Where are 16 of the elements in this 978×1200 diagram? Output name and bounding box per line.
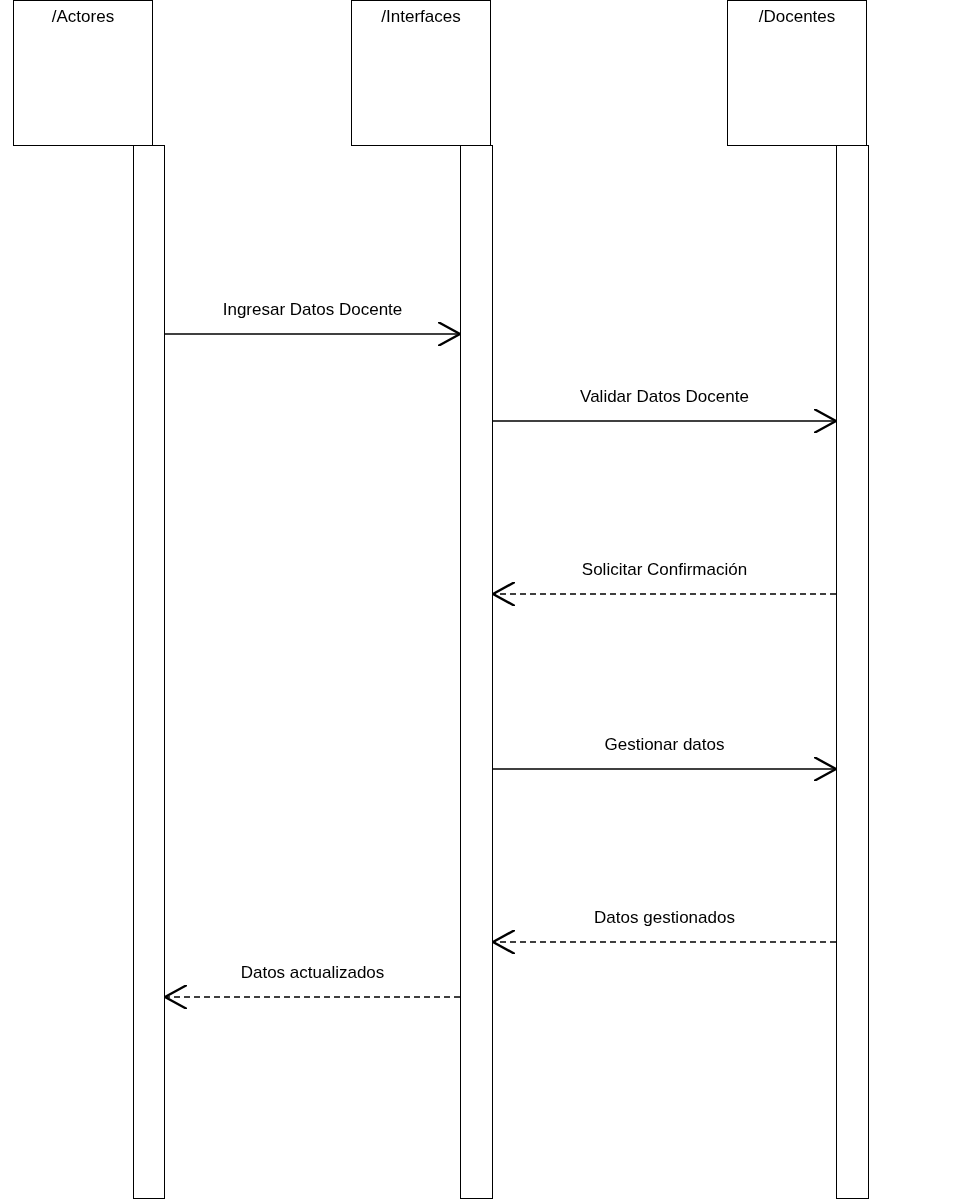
lifeline-name: /Docentes <box>758 7 836 27</box>
lifeline-header-box <box>13 0 153 146</box>
lifeline-header-box <box>727 0 867 146</box>
arrow <box>492 407 838 435</box>
lifeline-header-box <box>351 0 491 146</box>
dashed-arrow <box>163 983 461 1011</box>
lifeline-name: /Interfaces <box>381 7 461 27</box>
activation-bar <box>460 145 493 1199</box>
dashed-arrow <box>491 928 837 956</box>
message-label: Datos gestionados <box>592 908 737 928</box>
dashed-arrow <box>491 580 837 608</box>
activation-bar <box>133 145 165 1199</box>
lifeline-name: /Actores <box>51 7 115 27</box>
arrow <box>492 755 838 783</box>
activation-bar <box>836 145 869 1199</box>
arrow <box>164 320 462 348</box>
